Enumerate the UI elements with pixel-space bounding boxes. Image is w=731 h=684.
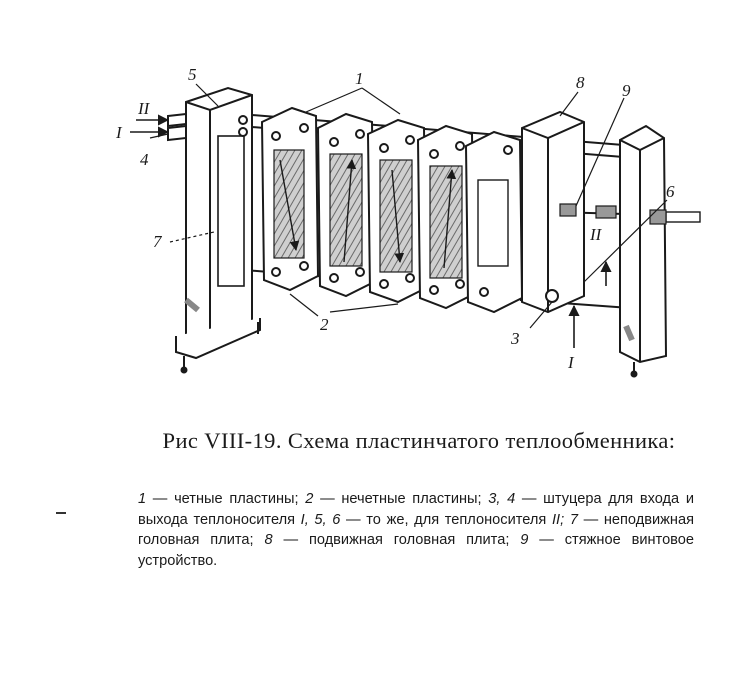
legend-text: — то же, для теплоносителя xyxy=(340,511,552,528)
legend-num: 7 xyxy=(569,511,578,528)
legend-text: — неподвижная головная плита; xyxy=(138,511,694,549)
plate-pack xyxy=(260,106,524,314)
legend-num: 8 xyxy=(264,532,273,548)
legend-num: I, 5, 6 xyxy=(300,511,341,528)
plate-5 xyxy=(464,130,524,314)
legend-text: — нечетные пластины; xyxy=(313,491,489,507)
label-6: 6 xyxy=(666,182,675,201)
legend-text: — подвижная головная плита; xyxy=(272,532,521,548)
end-support xyxy=(619,124,701,378)
figure-legend: 1 — четные пластины; 2 — нечетные пласти… xyxy=(138,489,694,571)
scan-artifact-mark xyxy=(56,512,66,514)
flow-arrows xyxy=(130,114,612,348)
legend-num: 3, 4 xyxy=(488,491,516,507)
plate-1 xyxy=(260,106,320,292)
figure-caption-title: Рис VIII-19. Схема пластинчатого теплооб… xyxy=(162,428,676,453)
label-flow-I-in: I xyxy=(115,123,123,142)
legend-num: 2 xyxy=(305,491,314,507)
plate-3 xyxy=(366,118,428,304)
label-4: 4 xyxy=(140,150,149,169)
fixed-head-plate xyxy=(175,86,261,374)
label-flow-II-in: II xyxy=(137,99,151,118)
screw-device xyxy=(559,203,617,219)
leader-lines xyxy=(149,83,668,329)
legend-text: — штуцера для входа и выхода теплоносите… xyxy=(138,491,695,528)
heat-exchanger-figure: 1 2 3 4 5 6 7 8 9 II I I II xyxy=(115,65,701,378)
label-3: 3 xyxy=(510,329,520,348)
label-2: 2 xyxy=(320,315,329,334)
label-8: 8 xyxy=(576,73,585,92)
label-5: 5 xyxy=(188,65,197,84)
legend-num: II; xyxy=(551,511,565,528)
legend-text: — четные пластины; xyxy=(146,491,306,507)
plate-4 xyxy=(416,124,476,310)
legend-num: 1 xyxy=(138,491,147,507)
label-7: 7 xyxy=(153,232,163,251)
plate-2 xyxy=(316,112,376,298)
legend-num: 9 xyxy=(520,532,529,548)
legend-text: — стяжное винтовое устройство. xyxy=(138,532,695,569)
label-flow-I-out: I xyxy=(567,353,575,372)
label-1: 1 xyxy=(355,69,364,88)
label-flow-II-out: II xyxy=(589,225,603,244)
label-9: 9 xyxy=(622,81,631,100)
nozzles-fixed xyxy=(167,112,187,142)
